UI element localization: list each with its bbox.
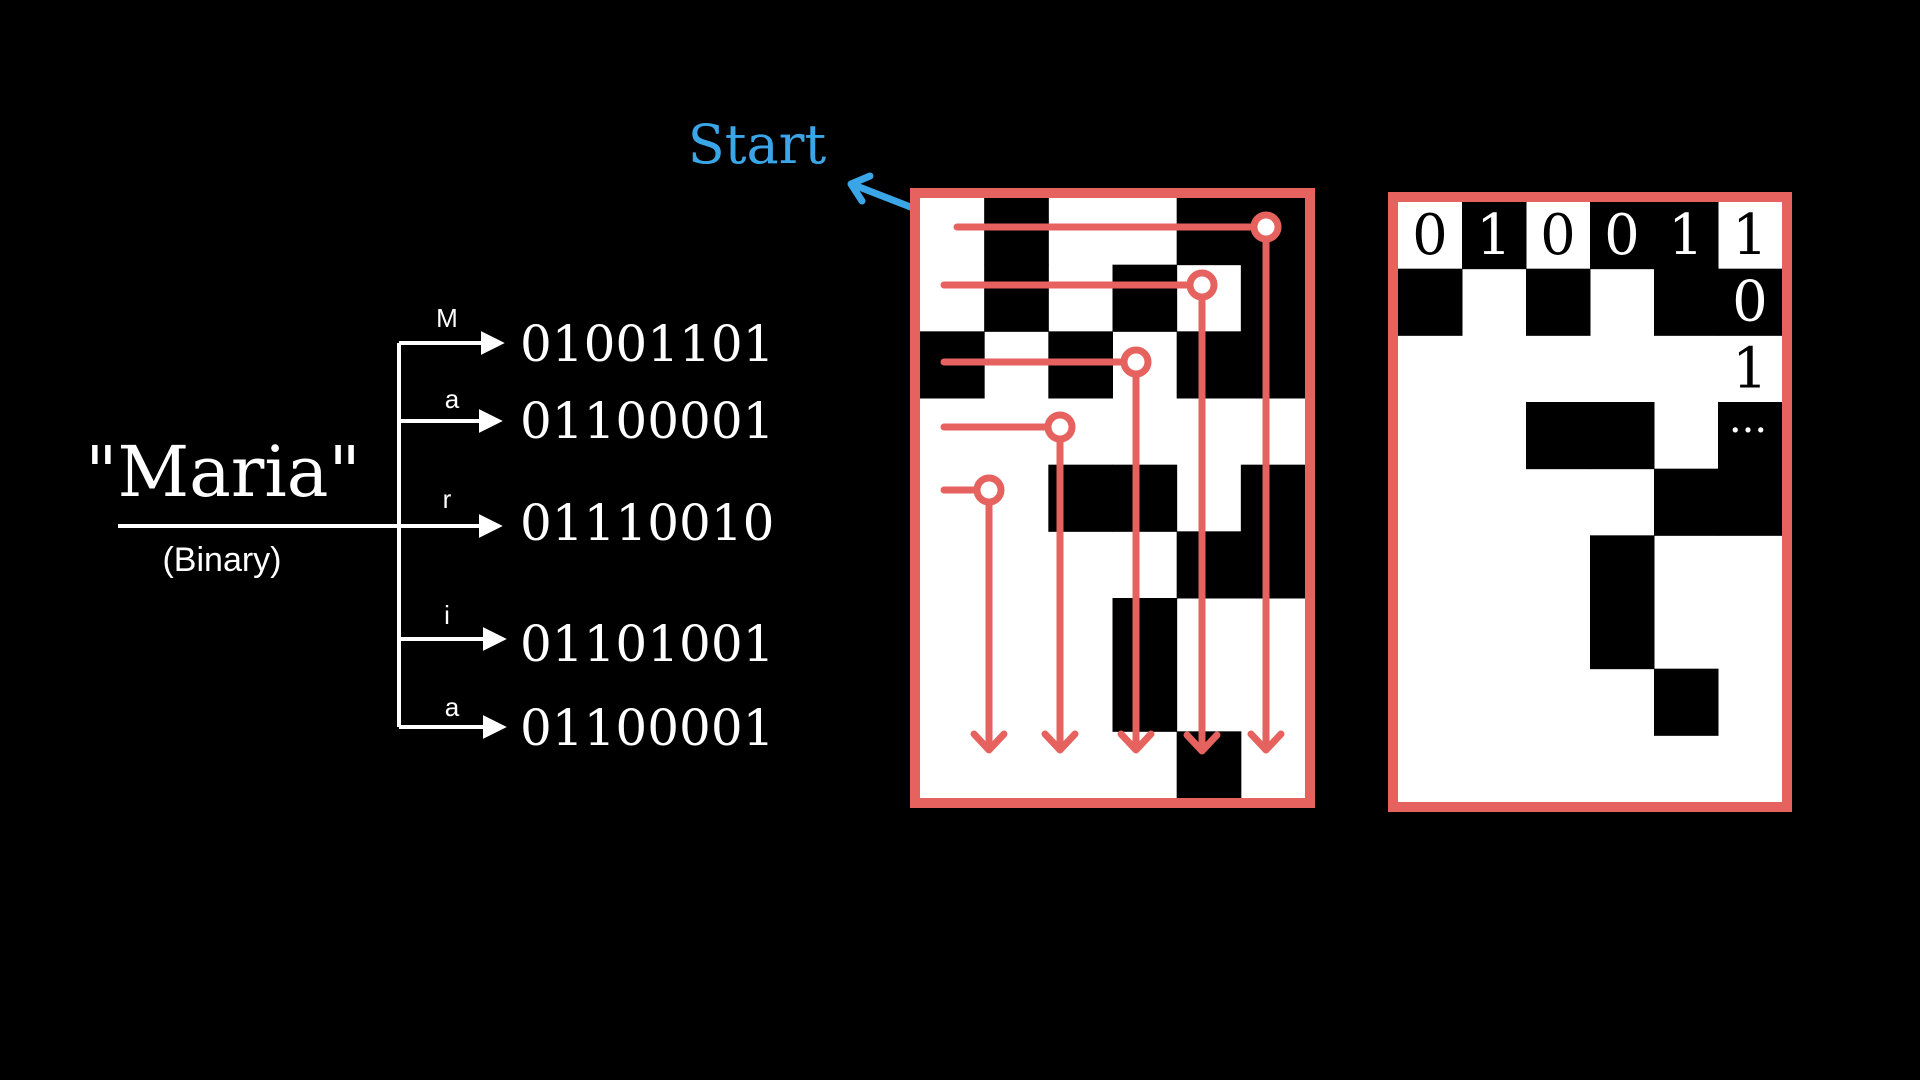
letter-row-a-2: a 01100001 [399, 692, 775, 757]
letter-bits: 01100001 [520, 392, 775, 450]
dark-module [1240, 331, 1306, 399]
dark-module [1590, 202, 1655, 270]
letter-row-a: a 01100001 [399, 384, 775, 450]
letter-label: M [436, 303, 458, 333]
placement-path-3 [940, 346, 1155, 754]
dark-module [1112, 464, 1178, 532]
grid-frame [910, 188, 1315, 808]
right-module-grid [1388, 192, 1792, 812]
dark-module [984, 264, 1049, 332]
dark-module [1462, 202, 1527, 270]
dark-module [1718, 468, 1783, 536]
bit-label: 1 [1732, 336, 1768, 401]
dark-module [984, 198, 1049, 266]
letter-bits: 01110010 [520, 494, 775, 552]
dark-module [1590, 402, 1655, 470]
dark-module [1654, 268, 1719, 336]
letter-bits: 01101001 [520, 615, 775, 673]
bit-label: 1 [1476, 203, 1512, 268]
word-title: "Maria" [85, 431, 360, 513]
letter-label: a [445, 692, 460, 722]
start-label: Start [688, 113, 827, 176]
letter-row-m: M 01001101 [399, 303, 775, 373]
bit-label: 1 [1668, 203, 1704, 268]
letter-bits: 01100001 [520, 699, 775, 757]
dark-module [1654, 468, 1719, 536]
bit-label: 1 [1732, 203, 1768, 268]
letter-row-r: r 01110010 [399, 484, 775, 552]
placement-path-5 [940, 474, 1008, 754]
start-arrowhead-icon [847, 172, 874, 205]
letter-row-i: i 01101001 [399, 600, 775, 673]
dark-module [1718, 402, 1783, 470]
dark-module [1590, 535, 1655, 603]
dark-module [1112, 598, 1178, 666]
bit-label: 0 [1604, 203, 1640, 268]
dark-module [1398, 268, 1463, 336]
dark-module [1654, 668, 1719, 736]
dark-module [1240, 464, 1306, 532]
placement-paths [940, 211, 1285, 755]
letter-label: r [443, 484, 452, 514]
dark-module [1240, 531, 1306, 599]
dark-module [1526, 402, 1591, 470]
dark-module [1718, 268, 1783, 336]
letter-label: i [444, 600, 450, 630]
dark-module [1526, 268, 1591, 336]
dark-module [1176, 198, 1242, 266]
bit-label: 0 [1732, 270, 1768, 335]
dark-module [1590, 602, 1655, 670]
dark-module [1176, 331, 1242, 399]
letter-bits: 01001101 [520, 315, 775, 373]
ellipsis-label: ... [1729, 396, 1767, 442]
dark-module [1654, 202, 1719, 270]
bit-label: 0 [1540, 203, 1576, 268]
placement-path-1 [953, 211, 1285, 754]
word-caption: (Binary) [162, 541, 281, 579]
dark-module [1112, 264, 1178, 332]
letter-label: a [445, 384, 460, 414]
bit-label: 0 [1412, 203, 1448, 268]
grid-frame [1388, 192, 1792, 812]
dark-module [1176, 531, 1242, 599]
placement-path-4 [940, 411, 1079, 754]
dark-module [1240, 264, 1306, 332]
placement-path-2 [940, 269, 1221, 755]
dark-module [1112, 664, 1178, 732]
